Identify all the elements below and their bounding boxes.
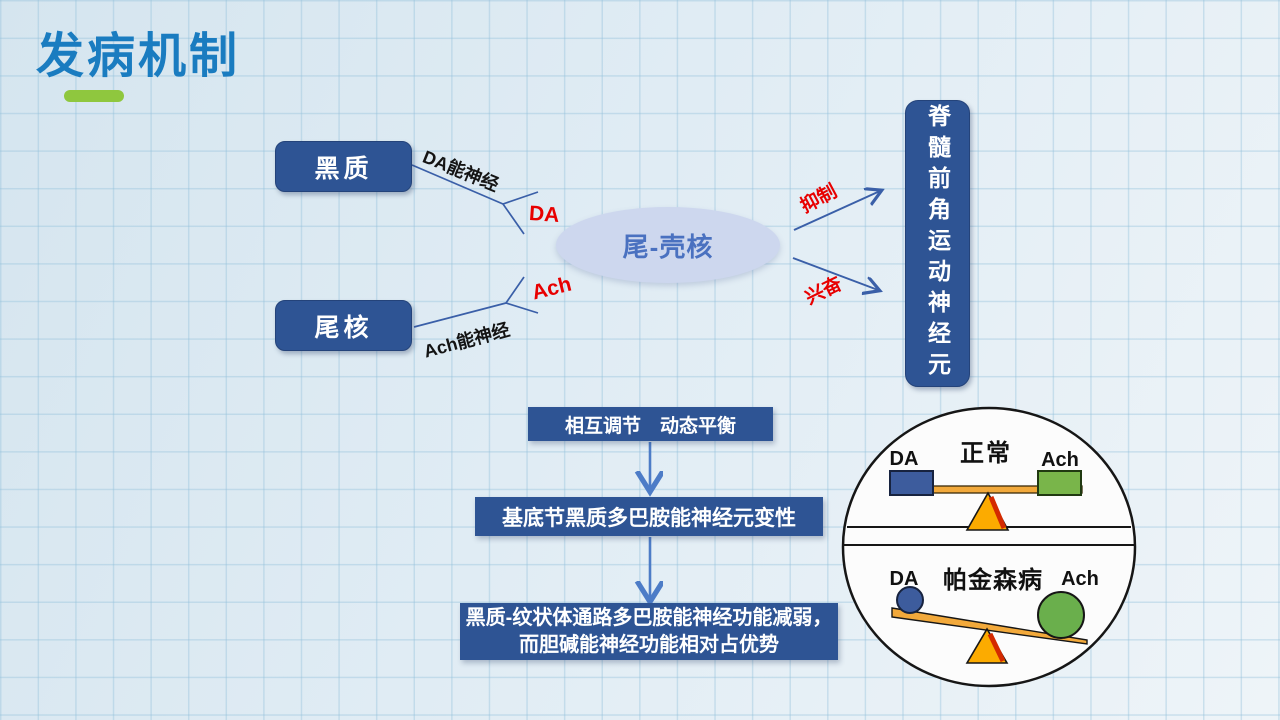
da-neuron-fork-line [411,164,539,235]
flow-step-1: 相互调节 动态平衡 [528,407,773,441]
node-spinal-motor-neurons: 脊髓前角运动神经元 [905,100,970,387]
excite-arrow [792,257,878,290]
flow-step-1-label: 相互调节 动态平衡 [564,415,736,437]
node-caudate-label: 尾核 [314,313,373,342]
flow-step-3-line1: 黑质-纹状体通路多巴胺能神经功能减弱， [465,606,833,629]
balance-normal-da-label: DA [889,448,919,470]
pd-fulcrum-red-edge [987,632,1006,663]
node-spinal-motor-neurons-label: 脊髓前角运动神经元 [924,104,951,383]
node-caudate: 尾核 [275,300,412,351]
balance-parkinson-ach-label: Ach [1061,568,1099,590]
page-title: 发病机制 [36,30,241,83]
inhibit-arrow [793,191,880,231]
pd-da-weight [896,586,924,614]
node-caudate-putamen: 尾-壳核 [556,207,780,283]
da-transmitter-label: DA [528,201,561,228]
normal-fulcrum-red-edge [988,496,1007,529]
flow-step-2: 基底节黑质多巴胺能神经元变性 [475,497,823,536]
flow-step-3: 黑质-纹状体通路多巴胺能神经功能减弱， 而胆碱能神经功能相对占优势 [460,603,838,660]
node-caudate-putamen-label: 尾-壳核 [622,231,714,262]
balance-illustration [841,406,1137,688]
title-underline-accent [64,90,124,102]
balance-normal-ach-label: Ach [1041,449,1079,471]
node-substantia-nigra: 黑质 [275,141,412,192]
pd-beam [891,607,1088,645]
balance-normal-title: 正常 [960,440,1012,467]
normal-ach-weight [1037,470,1082,496]
ach-neuron-fork-line [413,276,539,328]
normal-da-weight [889,470,934,496]
flow-step-2-label: 基底节黑质多巴胺能神经元变性 [502,506,796,530]
balance-parkinson-da-label: DA [889,568,919,590]
pd-ach-weight [1037,591,1085,639]
flow-step-3-line2: 而胆碱能神经功能相对占优势 [519,633,779,656]
node-substantia-nigra-label: 黑质 [314,154,373,183]
balance-parkinson-title: 帕金森病 [943,567,1043,594]
